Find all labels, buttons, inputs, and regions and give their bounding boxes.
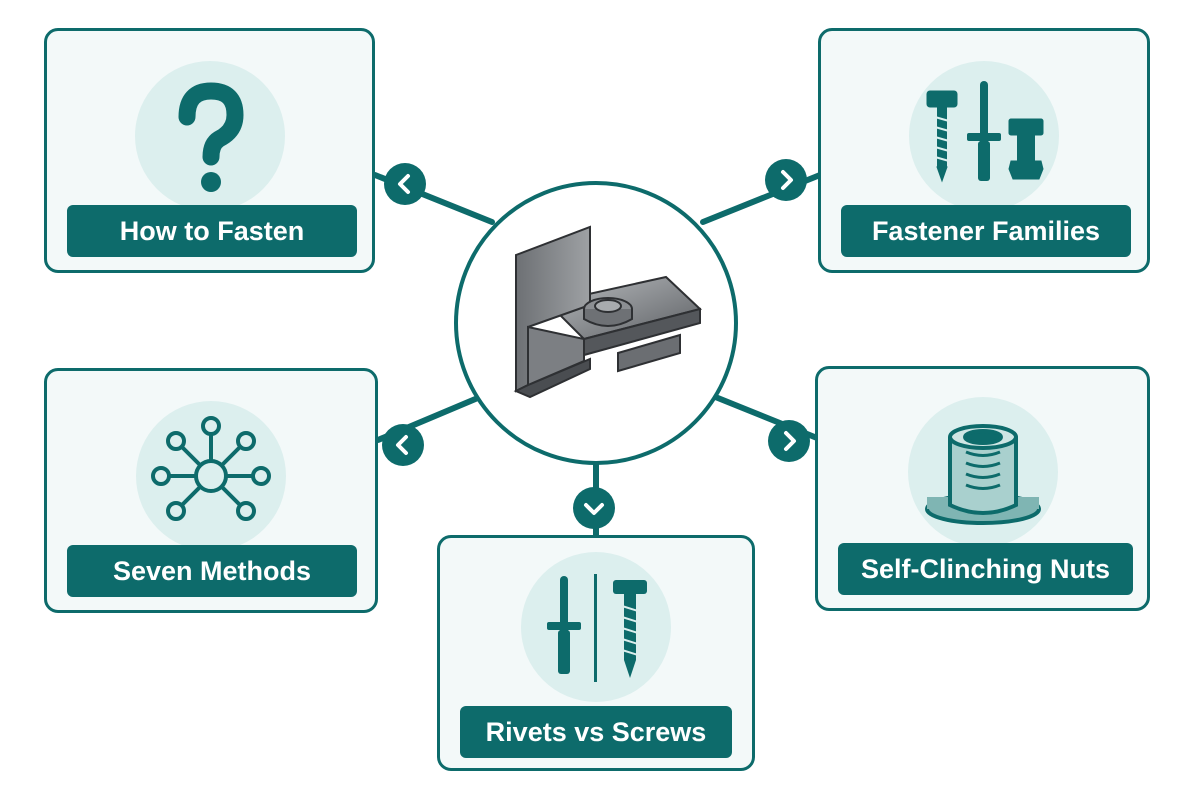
chevron-left-icon[interactable] bbox=[384, 163, 426, 205]
clinch-nut-icon bbox=[907, 397, 1058, 547]
card-seven-methods[interactable]: Seven Methods bbox=[44, 368, 378, 613]
card-fastener-families[interactable]: Fastener Families bbox=[818, 28, 1150, 273]
chevron-right-icon[interactable] bbox=[765, 159, 807, 201]
central-hub[interactable] bbox=[454, 181, 738, 465]
chevron-right-icon[interactable] bbox=[768, 420, 810, 462]
chevron-left-icon[interactable] bbox=[382, 424, 424, 466]
fastener-assortment-icon bbox=[909, 61, 1059, 211]
card-label: How to Fasten bbox=[67, 205, 357, 257]
card-self-clinching-nuts[interactable]: Self-Clinching Nuts bbox=[815, 366, 1150, 611]
card-label: Fastener Families bbox=[841, 205, 1131, 257]
angle-bracket-bolt-icon bbox=[513, 225, 703, 399]
question-mark-icon bbox=[134, 61, 285, 211]
card-label: Self-Clinching Nuts bbox=[838, 543, 1133, 595]
card-label: Rivets vs Screws bbox=[460, 706, 732, 758]
chevron-down-icon[interactable] bbox=[573, 487, 615, 529]
network-nodes-icon bbox=[136, 401, 286, 551]
card-label: Seven Methods bbox=[67, 545, 357, 597]
card-how-to-fasten[interactable]: How to Fasten bbox=[44, 28, 375, 273]
card-rivets-vs-screws[interactable]: Rivets vs Screws bbox=[437, 535, 755, 771]
rivet-and-screw-icon bbox=[521, 552, 671, 702]
